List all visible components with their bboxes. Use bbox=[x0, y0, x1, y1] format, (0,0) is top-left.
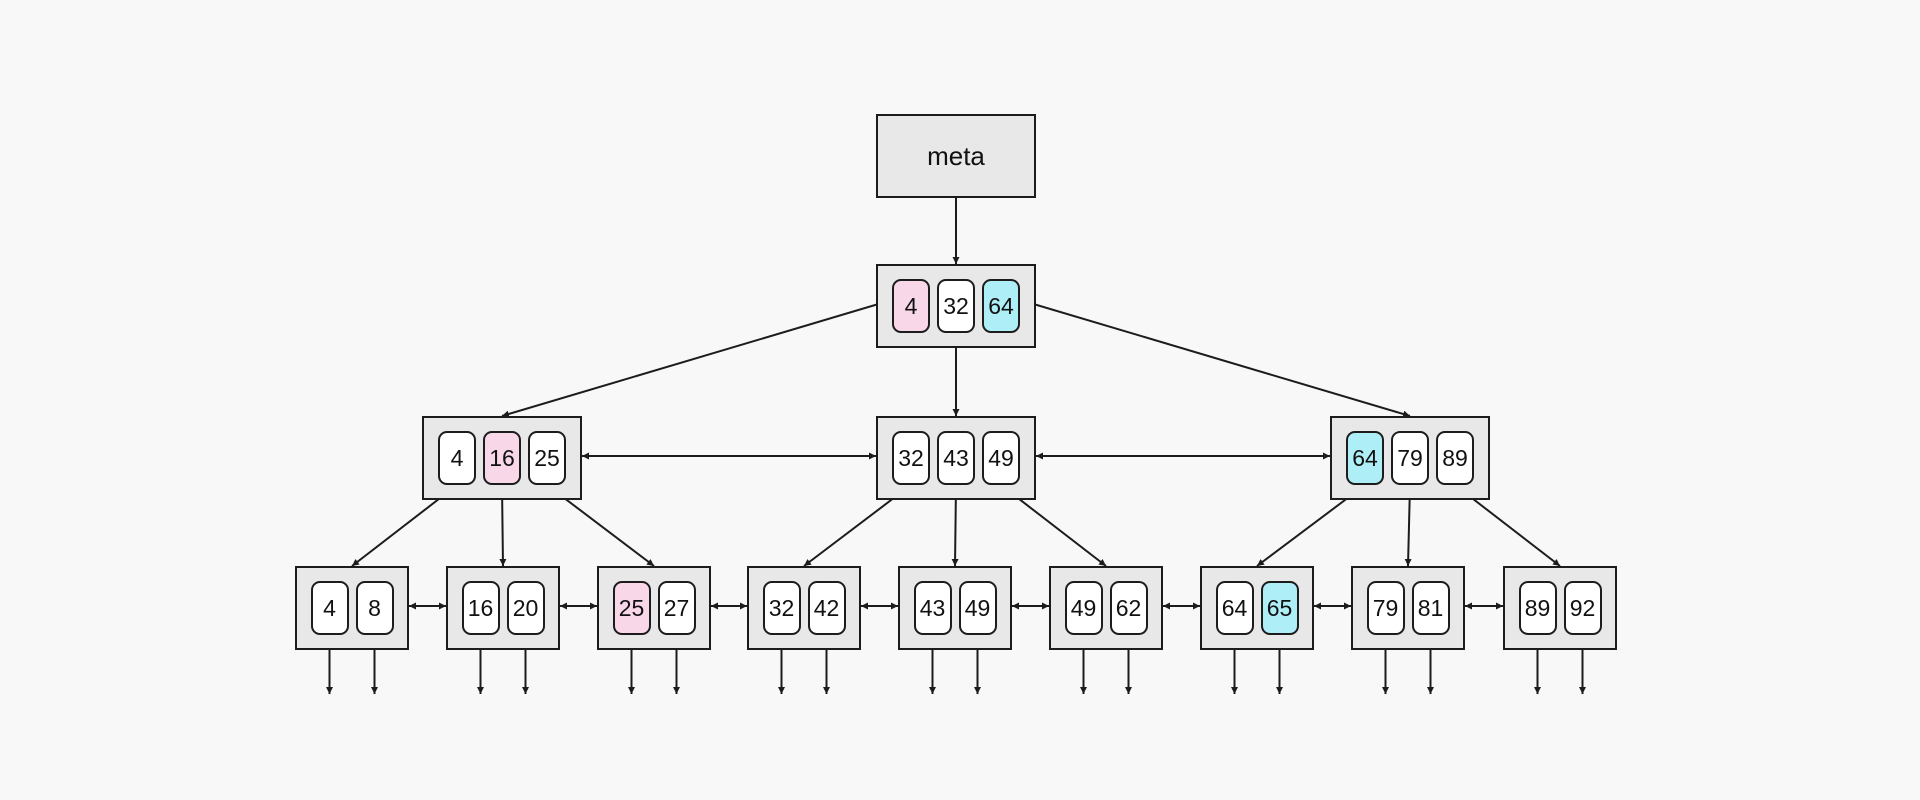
leaf-node-key: 92 bbox=[1563, 581, 1602, 635]
leaf-node-key: 89 bbox=[1518, 581, 1557, 635]
leaf-node-key: 4 bbox=[310, 581, 349, 635]
internal-node-key: 16 bbox=[483, 431, 521, 485]
leaf-node-key: 8 bbox=[355, 581, 394, 635]
leaf-node-key: 27 bbox=[657, 581, 696, 635]
leaf-node-key: 79 bbox=[1366, 581, 1405, 635]
internal-node-key: 49 bbox=[982, 431, 1020, 485]
internal-node-key: 64 bbox=[1346, 431, 1384, 485]
internal-node-key: 4 bbox=[438, 431, 476, 485]
meta-node: meta bbox=[876, 114, 1036, 198]
root-node-key: 4 bbox=[892, 279, 930, 333]
meta-label: meta bbox=[927, 140, 985, 171]
leaf-node-key: 20 bbox=[506, 581, 545, 635]
leaf-node-key: 43 bbox=[913, 581, 952, 635]
internal-node-key: 25 bbox=[528, 431, 566, 485]
leaf-node-key: 49 bbox=[1064, 581, 1103, 635]
internal-node-key: 32 bbox=[892, 431, 930, 485]
root-to-internal-edge bbox=[501, 299, 893, 418]
leaf-node-key: 65 bbox=[1260, 581, 1299, 635]
root-node-key: 32 bbox=[937, 279, 975, 333]
leaf-node-key: 62 bbox=[1109, 581, 1148, 635]
internal-node-key: 89 bbox=[1436, 431, 1474, 485]
internal-node-key: 43 bbox=[937, 431, 975, 485]
leaf-node-key: 32 bbox=[762, 581, 801, 635]
leaf-node-key: 49 bbox=[958, 581, 997, 635]
leaf-node-key: 42 bbox=[807, 581, 846, 635]
leaf-node-key: 81 bbox=[1411, 581, 1450, 635]
leaf-node-key: 16 bbox=[461, 581, 500, 635]
root-to-internal-edge bbox=[1019, 299, 1411, 418]
leaf-node-key: 25 bbox=[612, 581, 651, 635]
internal-node-key: 79 bbox=[1391, 431, 1429, 485]
leaf-node-key: 64 bbox=[1215, 581, 1254, 635]
root-node-key: 64 bbox=[982, 279, 1020, 333]
